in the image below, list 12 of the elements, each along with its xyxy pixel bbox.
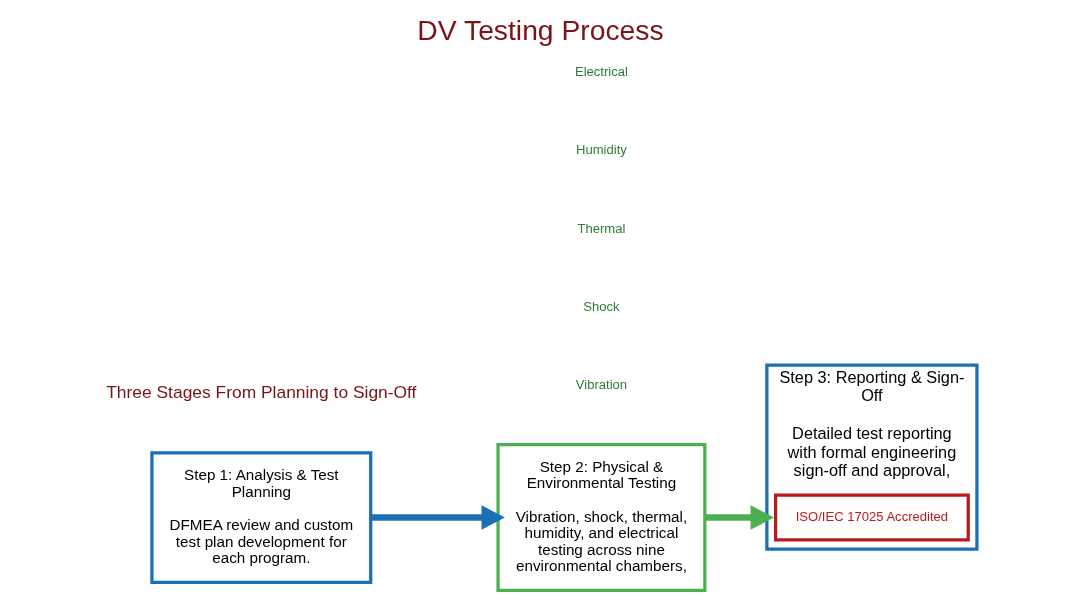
label: Three Stages From Planning to Sign-Off (105, 381, 416, 402)
node-box: ISO/IEC 17025 Accredited (773, 493, 970, 542)
arrow (370, 505, 505, 530)
label: Vibration (575, 377, 627, 393)
node-box: Step 2: Physical & Environmental Testing Vibration, shock, thermal, humidity, and electrical testing across nine environmental chambers, (495, 443, 706, 593)
label: Thermal (577, 220, 625, 236)
label: Humidity (575, 142, 627, 158)
diagram-title: DV Testing Process (416, 13, 664, 46)
node-box: Step 1: Analysis & Test Planning DFMEA review and custom test plan development for each program. (149, 451, 372, 584)
label: Shock (582, 298, 620, 314)
label: Electrical (574, 63, 628, 79)
arrow (704, 505, 774, 530)
